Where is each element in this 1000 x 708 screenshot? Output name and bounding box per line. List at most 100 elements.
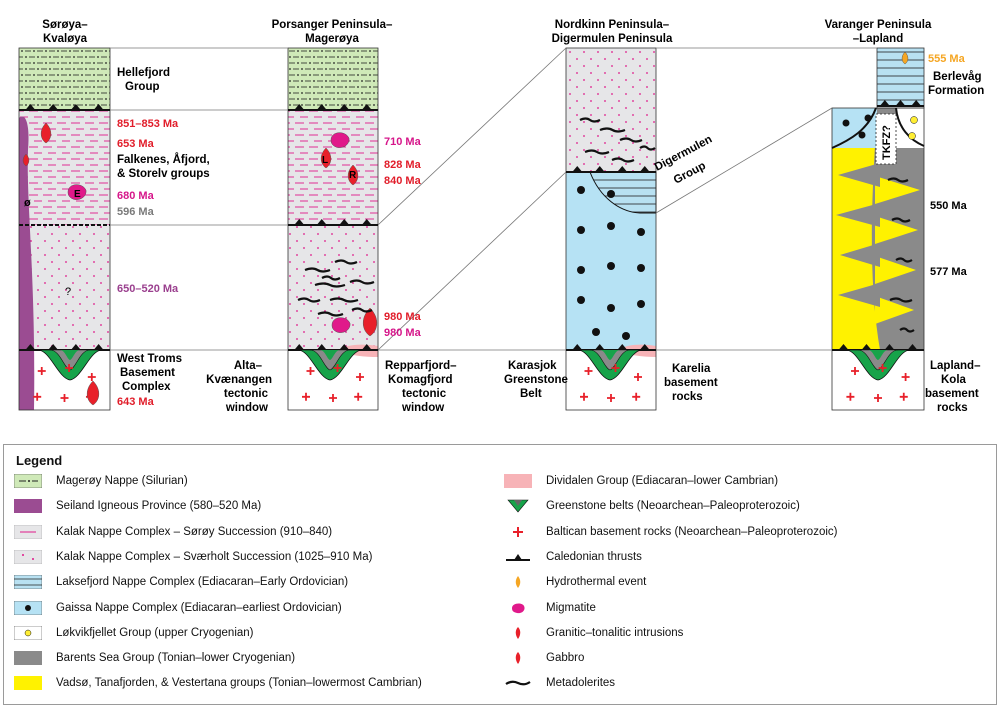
gaissa-unit (832, 108, 877, 148)
thrust-tooth (639, 344, 650, 350)
stratigraphic-columns-diagram: Sørøya– Kvaløya Porsanger Peninsula– Mag… (18, 19, 984, 414)
basement-cross (632, 392, 641, 401)
lokvik-contact (895, 107, 925, 147)
metadolerite (639, 145, 656, 151)
legend-item: Seiland Igneous Province (580–520 Ma) (14, 497, 261, 515)
greenstone-inner (600, 350, 620, 360)
migmatite-body (67, 184, 87, 200)
vadso-finger (875, 176, 920, 204)
basement-cross (901, 373, 910, 381)
thrust-tooth (294, 104, 305, 110)
metadolerite (584, 149, 610, 155)
svaerholt-unit (288, 225, 378, 350)
legend-item: Greenstone belts (Neoarchean–Paleoproter… (504, 497, 800, 515)
gaissa-thrust-curve (831, 107, 877, 149)
basement-cross (329, 394, 337, 402)
gaissa-dot (607, 222, 615, 230)
gaissa-dot (842, 119, 850, 127)
thrust-tooth (316, 104, 327, 110)
age-710: 710 Ma (384, 136, 422, 148)
granitic-intrusion (320, 147, 332, 169)
correlation-line (377, 171, 567, 351)
gaissa-dot (592, 328, 600, 336)
thrust-tooth (361, 344, 372, 350)
svaerholt-unit (566, 48, 656, 172)
thrust-tooth (294, 219, 305, 225)
col1-title-line2: Kvaløya (43, 33, 88, 45)
gaissa-dot (577, 296, 585, 304)
metadolerite (334, 259, 358, 265)
sym-r: R (349, 170, 357, 181)
lapland-label-3: basement (925, 388, 979, 400)
metadolerite (579, 117, 601, 123)
mageroy-unit (19, 48, 110, 110)
sym-question: ? (65, 286, 71, 298)
legend-item-label: Magerøy Nappe (Silurian) (56, 475, 188, 487)
legend-item: Hydrothermal event (504, 573, 646, 591)
legend-item-label: Migmatite (546, 601, 596, 614)
granitic-intrusion (22, 153, 30, 167)
migmatite-icon (512, 603, 525, 613)
metadolerite (321, 275, 341, 281)
migmatite-body (330, 132, 350, 148)
metadolerite (895, 257, 913, 263)
legend-item-label: Metadolerites (546, 677, 616, 690)
vadso-finger (875, 216, 918, 244)
basement-cross (580, 392, 588, 401)
berlevag-label-1: Berlevåg (933, 71, 982, 83)
correlation-line (655, 107, 833, 214)
granitic-icon (515, 626, 521, 639)
laksefjord-swatch (14, 575, 42, 590)
hydrothermal-icon (515, 576, 521, 589)
legend-item: Caledonian thrusts (504, 548, 642, 566)
alta-label-3: tectonic (224, 388, 269, 400)
basement-cross (874, 394, 882, 402)
column-3-frame (565, 47, 657, 411)
thrust-tooth (895, 100, 906, 106)
legend-item: Løkvikfjellet Group (upper Cryogenian) (14, 624, 254, 642)
karelia-label-3: rocks (672, 391, 703, 403)
gaissa-dot (577, 266, 585, 274)
lapland-label-2: Kola (941, 374, 967, 386)
legend-item: Migmatite (504, 599, 596, 617)
age-851: 851–853 Ma (117, 118, 179, 130)
falkenes-label-1: Falkenes, Åfjord, (117, 153, 210, 166)
legend-item: Magerøy Nappe (Silurian) (14, 472, 188, 490)
legend-item-label: Baltican basement rocks (Neoarchean–Pale… (546, 525, 838, 538)
granitic-intrusion (347, 164, 359, 186)
thrust-tooth (25, 344, 36, 350)
basement-cross (356, 373, 364, 381)
legend-item: Vadsø, Tanafjorden, & Vestertana groups … (14, 674, 422, 692)
col3-title-line1: Nordkinn Peninsula– (555, 19, 670, 31)
basement-cross (584, 367, 593, 375)
metadolerite (611, 157, 635, 163)
lokvik-dot (910, 116, 918, 124)
sym-o: ø (24, 197, 31, 209)
thrust-tooth (594, 166, 605, 172)
age-828: 828 Ma (384, 159, 422, 171)
basement-cross (33, 392, 42, 401)
legend-item-label: Kalak Nappe Complex – Sværholt Successio… (56, 550, 373, 563)
gaissa-dot (577, 226, 585, 234)
mageroy-swatch (14, 474, 42, 488)
thrust-tooth (294, 344, 305, 350)
falkenes-label-2: & Storelv groups (117, 168, 210, 180)
legend-title: Legend (16, 453, 63, 468)
basement-cross (65, 364, 74, 372)
sym-l: L (322, 155, 328, 166)
karelia-label-2: basement (664, 377, 718, 389)
legend-item-label: Hydrothermal event (546, 576, 647, 589)
thrust-tooth (884, 344, 895, 350)
thrust-tooth (572, 344, 583, 350)
thrust-tooth (48, 104, 59, 110)
repp-label-2: Komagfjord (388, 374, 453, 386)
col4-title-line1: Varanger Peninsula (825, 19, 932, 31)
berlevag-frame (876, 47, 925, 109)
thrust-tooth (861, 344, 872, 350)
col2-title-line2: Magerøya (305, 33, 359, 45)
legend-item: Gaissa Nappe Complex (Ediacaran–earliest… (14, 599, 342, 617)
gaissa-dot (864, 114, 872, 122)
legend-item: Granitic–tonalitic intrusions (504, 624, 683, 642)
col4-title-line2: –Lapland (853, 33, 903, 45)
age-840: 840 Ma (384, 175, 422, 187)
